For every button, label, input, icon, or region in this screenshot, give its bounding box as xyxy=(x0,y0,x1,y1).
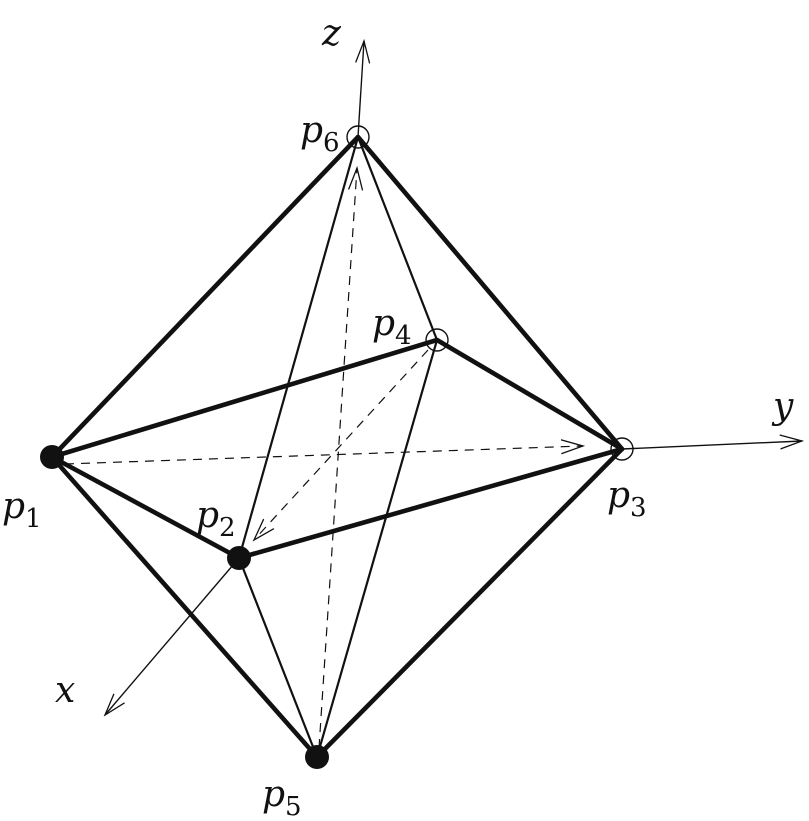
x-axis xyxy=(105,557,240,715)
vertex-p2 xyxy=(227,546,251,570)
label-p6: p6 xyxy=(300,110,340,158)
edge-p6-p2 xyxy=(237,135,360,560)
edge-p5-p4 xyxy=(315,338,439,759)
hidden-lines xyxy=(64,168,583,749)
axis-label-z: z xyxy=(321,13,342,54)
y-axis xyxy=(621,441,802,450)
vertex-markers xyxy=(40,125,634,769)
edge-p1-p2 xyxy=(49,454,242,561)
axis-label-x: x xyxy=(55,670,75,711)
axes xyxy=(105,41,802,715)
z-axis xyxy=(358,41,364,138)
label-p2: p2 xyxy=(196,495,236,543)
vertex-p6 xyxy=(346,125,370,149)
labels: z y x p1 p2 p3 p4 p5 p6 xyxy=(2,13,794,821)
label-p4: p4 xyxy=(372,303,412,351)
edge-p5-p1 xyxy=(49,454,320,760)
hidden-z-segment xyxy=(318,168,357,749)
hidden-x-segment xyxy=(254,349,429,540)
edge-p2-p3 xyxy=(236,446,625,561)
edge-p5-p3 xyxy=(314,446,625,760)
label-p5: p5 xyxy=(262,774,302,821)
edge-p3-p4 xyxy=(434,337,625,452)
hidden-y-segment xyxy=(64,446,583,465)
label-p1: p1 xyxy=(2,486,42,534)
edge-p4-p1 xyxy=(49,337,440,460)
edge-p6-p3 xyxy=(355,134,625,452)
vertex-p3 xyxy=(610,437,634,461)
edges xyxy=(49,134,625,760)
edge-p6-p4 xyxy=(356,135,439,342)
label-p3: p3 xyxy=(607,475,647,523)
vertex-p1 xyxy=(40,445,64,469)
axis-label-y: y xyxy=(771,386,794,427)
edge-p6-p1 xyxy=(49,134,361,460)
vertex-p4 xyxy=(425,328,449,352)
vertex-p5 xyxy=(305,745,329,769)
edge-p5-p2 xyxy=(237,556,319,759)
